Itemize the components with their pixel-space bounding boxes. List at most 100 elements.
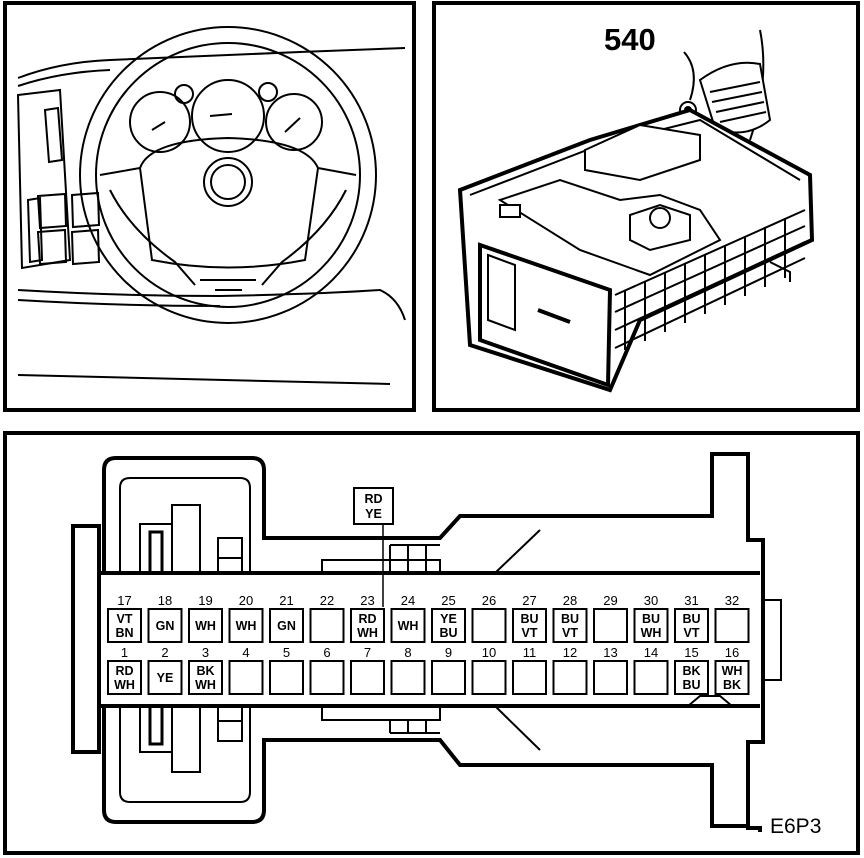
- wire-color-1: WH: [195, 619, 216, 633]
- pin-cavity-13: 13: [593, 645, 628, 695]
- pin-number: 23: [360, 593, 374, 608]
- component-callout-number: 540: [604, 22, 656, 57]
- pin-box: [188, 660, 223, 695]
- wire-color-1: YE: [157, 671, 174, 685]
- pin-cavity-32: 32: [714, 593, 750, 643]
- pin-cavity-11: 11: [512, 645, 547, 695]
- pin-number: 16: [725, 645, 739, 660]
- pin-number: 6: [323, 645, 330, 660]
- highlight-label-box: [353, 487, 394, 525]
- pin-cavity-9: 9: [431, 645, 466, 695]
- pin-box: [147, 608, 183, 643]
- wire-color-1: BU: [561, 612, 579, 626]
- pin-number: 4: [242, 645, 249, 660]
- connector-housing-outline: [71, 452, 782, 832]
- pin-number: 21: [279, 593, 293, 608]
- pin-box: [269, 660, 304, 695]
- pin-number: 31: [684, 593, 698, 608]
- pin-box: [633, 608, 669, 643]
- pin-number: 19: [198, 593, 212, 608]
- wire-color-1: YE: [440, 612, 457, 626]
- highlight-wire-callout: RD YE: [353, 487, 394, 607]
- pin-box: [350, 608, 385, 643]
- pin-box: [390, 660, 426, 695]
- pin-number: 7: [364, 645, 371, 660]
- pin-number: 12: [563, 645, 577, 660]
- pin-cavity-22: 22: [309, 593, 345, 643]
- pin-cavity-14: 14: [633, 645, 669, 695]
- wire-color-1: BU: [520, 612, 538, 626]
- wire-color-2: VT: [562, 626, 578, 640]
- dashboard-panel: [3, 1, 416, 412]
- pin-box: [431, 608, 466, 643]
- wire-color-1: BK: [196, 664, 214, 678]
- control-module-illustration: [457, 29, 815, 393]
- pin-number: 20: [239, 593, 253, 608]
- pin-number: 17: [117, 593, 131, 608]
- pin-box: [633, 660, 669, 695]
- pin-box: [350, 660, 385, 695]
- pin-cavity-8: 8: [390, 645, 426, 695]
- pin-box: [674, 660, 709, 695]
- highlight-label-line2: YE: [365, 507, 382, 521]
- pin-number: 9: [445, 645, 452, 660]
- pin-number: 14: [644, 645, 658, 660]
- wire-color-2: VT: [522, 626, 538, 640]
- pin-box: [309, 608, 345, 643]
- wire-color-1: GN: [277, 619, 296, 633]
- pin-box: [269, 608, 304, 643]
- pin-number: 18: [158, 593, 172, 608]
- pin-number: 30: [644, 593, 658, 608]
- wire-color-1: WH: [398, 619, 419, 633]
- pin-number: 3: [202, 645, 209, 660]
- pin-box: [228, 660, 264, 695]
- figure-id-label: E6P3: [770, 815, 821, 838]
- pin-box: [107, 660, 142, 695]
- pin-cavity-2: 2YE: [147, 645, 183, 695]
- pin-box: [107, 608, 142, 643]
- pin-box: [593, 608, 628, 643]
- dashboard-illustration: [16, 26, 406, 385]
- pin-box: [512, 660, 547, 695]
- pin-cavity-6: 6: [309, 645, 345, 695]
- wire-color-2: BU: [682, 678, 700, 692]
- pin-box: [228, 608, 264, 643]
- pin-box: [471, 660, 507, 695]
- pin-number: 11: [523, 645, 537, 660]
- pin-cavity-5: 5: [269, 645, 304, 695]
- wire-color-2: WH: [114, 678, 135, 692]
- pin-number: 5: [283, 645, 290, 660]
- pin-box: [431, 660, 466, 695]
- wire-color-2: WH: [195, 678, 216, 692]
- pin-number: 10: [482, 645, 496, 660]
- pin-number: 25: [441, 593, 455, 608]
- pin-cavity-29: 29: [593, 593, 628, 643]
- wire-color-1: BK: [682, 664, 700, 678]
- pin-box: [714, 608, 750, 643]
- wire-color-1: BU: [642, 612, 660, 626]
- pin-number: 32: [725, 593, 739, 608]
- pin-box: [593, 660, 628, 695]
- pin-number: 2: [161, 645, 168, 660]
- pin-cavity-26: 26: [471, 593, 507, 643]
- wire-color-2: WH: [641, 626, 662, 640]
- pin-box: [552, 660, 588, 695]
- pin-cavity-7: 7: [350, 645, 385, 695]
- pin-number: 29: [603, 593, 617, 608]
- pin-number: 22: [320, 593, 334, 608]
- wire-color-2: WH: [357, 626, 378, 640]
- pin-box: [714, 660, 750, 695]
- pin-box: [471, 608, 507, 643]
- wire-color-1: RD: [358, 612, 376, 626]
- pin-box: [552, 608, 588, 643]
- pin-number: 26: [482, 593, 496, 608]
